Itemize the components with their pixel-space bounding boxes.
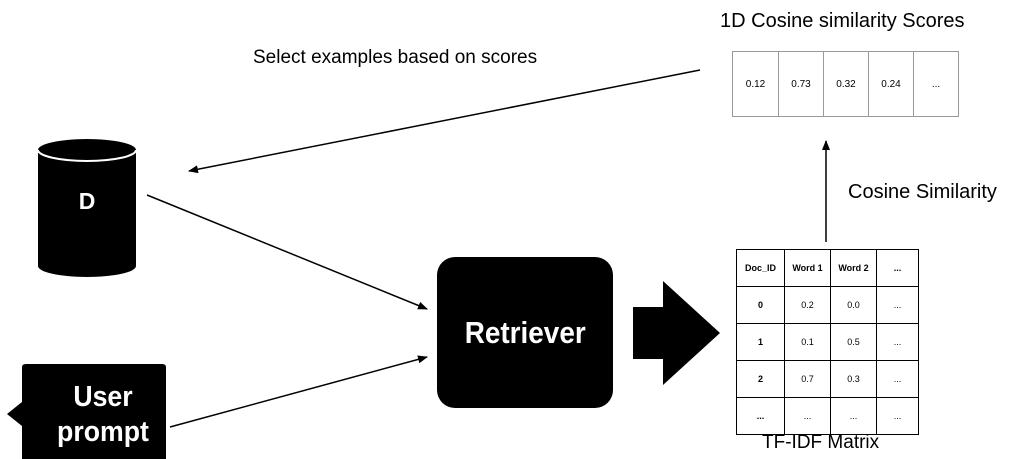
select-examples-arrow [188, 69, 701, 174]
tfidf-table: Doc_ID Word 1 Word 2 ... 0 0.2 0.0 ... 1… [736, 249, 919, 435]
tfidf-row: 0 0.2 0.0 ... [736, 286, 919, 324]
database-label: D [78, 188, 96, 214]
tfidf-header-cell: ... [876, 249, 919, 287]
tfidf-row: ... ... ... ... [736, 397, 919, 435]
tfidf-caption: TF-IDF Matrix [762, 432, 880, 453]
tfidf-cell: 0.5 [830, 323, 877, 361]
tfidf-cell: 2 [736, 360, 785, 398]
database-to-retriever-arrow [146, 194, 428, 310]
retriever-label: Retriever [464, 314, 586, 350]
score-cell: 0.73 [778, 51, 824, 117]
score-cell: 0.32 [823, 51, 869, 117]
tfidf-cell: ... [784, 397, 831, 435]
tfidf-cell: 0.0 [830, 286, 877, 324]
select-examples-caption: Select examples based on scores [253, 47, 538, 68]
tfidf-cell: ... [876, 397, 919, 435]
tfidf-header-cell: Doc_ID [736, 249, 785, 287]
tfidf-cell: 0 [736, 286, 785, 324]
cosine-similarity-caption: Cosine Similarity [848, 181, 997, 203]
tfidf-row: 2 0.7 0.3 ... [736, 360, 919, 398]
tfidf-cell: 1 [736, 323, 785, 361]
tfidf-header-cell: Word 1 [784, 249, 831, 287]
block-arrow [633, 281, 720, 385]
tfidf-row: 1 0.1 0.5 ... [736, 323, 919, 361]
scores-title: 1D Cosine similarity Scores [720, 10, 965, 32]
user-prompt-label: User prompt [38, 380, 168, 450]
tfidf-cell: ... [876, 360, 919, 398]
tfidf-cell: ... [830, 397, 877, 435]
tfidf-cell: 0.3 [830, 360, 877, 398]
score-cell: ... [913, 51, 959, 117]
tfidf-cell: ... [876, 323, 919, 361]
prompt-to-retriever-arrow [169, 355, 428, 428]
score-cell: 0.12 [732, 51, 779, 117]
score-cell: 0.24 [868, 51, 914, 117]
scores-row: 0.12 0.73 0.32 0.24 ... [732, 51, 959, 117]
tfidf-header-row: Doc_ID Word 1 Word 2 ... [736, 249, 919, 287]
scores-table: 0.12 0.73 0.32 0.24 ... [732, 51, 959, 117]
user-prompt-bubble [7, 364, 166, 459]
tfidf-cell: 0.7 [784, 360, 831, 398]
database-cylinder [37, 139, 137, 277]
tfidf-cell: ... [736, 397, 785, 435]
tfidf-cell: 0.2 [784, 286, 831, 324]
tfidf-cell: ... [876, 286, 919, 324]
tfidf-header-cell: Word 2 [830, 249, 877, 287]
tfidf-cell: 0.1 [784, 323, 831, 361]
retriever-box: Retriever [437, 257, 613, 408]
user-prompt-line2: prompt [57, 416, 149, 448]
user-prompt-line1: User [73, 381, 133, 413]
